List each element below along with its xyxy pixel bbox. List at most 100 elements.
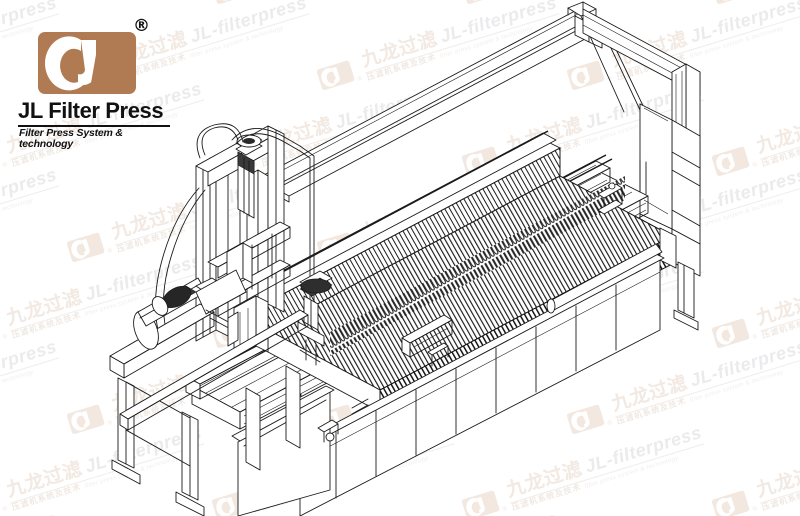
watermark-chinese-name: 九龙过滤 — [3, 457, 85, 502]
watermark-chinese-subtitle: 压滤机系统及技术 — [510, 482, 583, 513]
jl-monogram-icon — [709, 0, 751, 11]
cloth-washing-gantry — [155, 123, 315, 355]
watermark-chinese-subtitle: 压滤机系统及技术 — [760, 482, 800, 513]
watermark-chinese-name: 九龙过滤 — [503, 113, 585, 158]
watermark-english-name: JL-filterpress — [187, 0, 310, 47]
watermark-english-name: JL-filterpress — [437, 0, 560, 47]
watermark-chinese-subtitle: 压滤机系统及技术 — [760, 138, 800, 169]
logo-title: JL Filter Press — [18, 100, 170, 127]
watermark-english-name: JL-filterpress — [82, 422, 205, 477]
watermark-english-name: JL-filterpress — [82, 250, 205, 305]
watermark-chinese-name: 九龙过滤 — [108, 199, 190, 244]
top-rail-frame — [261, 1, 647, 203]
watermark-english-subtitle: filter press system & technology — [189, 369, 285, 404]
registered-trademark-icon: ® — [607, 247, 614, 255]
watermark-english-name: JL-filterpress — [187, 336, 310, 391]
head-hydraulic-detail — [597, 159, 647, 215]
watermark-english-subtitle: filter press system & technology — [0, 197, 35, 232]
jl-monogram-icon — [314, 54, 356, 96]
registered-trademark-icon: ® — [107, 247, 114, 255]
watermark-chinese-name: 九龙过滤 — [358, 199, 440, 244]
registered-trademark-icon: ® — [107, 419, 114, 427]
jl-monogram-icon — [0, 140, 2, 182]
support-legs — [109, 303, 301, 516]
watermark-english-subtitle: filter press system & technology — [0, 369, 35, 404]
watermark-english-name: JL-filterpress — [332, 78, 455, 133]
moving-follower-plate — [227, 295, 269, 359]
watermark-chinese-subtitle: 压滤机系统及技术 — [510, 310, 583, 341]
watermark-chinese-subtitle: 压滤机系统及技术 — [115, 396, 188, 427]
registered-trademark-icon: ® — [607, 419, 614, 427]
watermark-chinese-name: 九龙过滤 — [253, 285, 335, 330]
watermark-chinese-name: 九龙过滤 — [608, 371, 690, 416]
watermark-english-subtitle: filter press system & technology — [84, 455, 180, 490]
watermark-english-name: JL-filterpress — [437, 336, 560, 391]
registered-trademark-icon: ® — [2, 161, 9, 169]
jl-monogram-icon — [709, 484, 751, 516]
watermark-english-name: JL-filterpress — [0, 336, 60, 391]
registered-trademark-icon: ® — [357, 75, 364, 83]
jl-monogram-icon — [0, 484, 2, 516]
watermark-english-subtitle: filter press system & technology — [584, 283, 680, 318]
registered-trademark-icon: ® — [357, 419, 364, 427]
watermark-chinese-subtitle: 压滤机系统及技术 — [365, 52, 438, 83]
watermark-chinese-name: 九龙过滤 — [3, 285, 85, 330]
watermark-chinese-name: 九龙过滤 — [608, 27, 690, 72]
registered-trademark-icon: ® — [133, 16, 150, 36]
jl-monogram-icon — [709, 312, 751, 354]
watermark-english-subtitle: filter press system & technology — [189, 25, 285, 60]
watermark-chinese-subtitle: 压滤机系统及技术 — [115, 224, 188, 255]
jl-monogram-icon — [0, 0, 2, 11]
watermark-english-subtitle: filter press system & technology — [689, 369, 785, 404]
jl-monogram-icon — [564, 398, 606, 440]
watermark-chinese-subtitle: 压滤机系统及技术 — [365, 224, 438, 255]
watermark-chinese-name: 九龙过滤 — [108, 371, 190, 416]
drip-tray — [231, 385, 335, 516]
registered-trademark-icon: ® — [752, 161, 759, 169]
registered-trademark-icon: ® — [752, 505, 759, 513]
watermark-chinese-name: 九龙过滤 — [608, 199, 690, 244]
filter-plate-stack — [249, 130, 677, 419]
watermark-english-name: JL-filterpress — [687, 336, 800, 391]
watermark-english-name: JL-filterpress — [0, 164, 60, 219]
jl-monogram-icon — [0, 312, 2, 354]
watermark-english-name: JL-filterpress — [688, 508, 800, 516]
watermark-chinese-subtitle: 压滤机系统及技术 — [260, 482, 333, 513]
watermark-chinese-subtitle: 压滤机系统及技术 — [615, 52, 688, 83]
registered-trademark-icon: ® — [252, 161, 259, 169]
jl-monogram-icon — [459, 484, 501, 516]
jl-monogram-icon — [209, 140, 251, 182]
registered-trademark-icon: ® — [752, 333, 759, 341]
registered-trademark-icon: ® — [2, 333, 9, 341]
watermark-chinese-subtitle: 压滤机系统及技术 — [760, 310, 800, 341]
jl-monogram-icon — [314, 398, 356, 440]
watermark-english-subtitle: filter press system & technology — [334, 283, 430, 318]
registered-trademark-icon: ® — [357, 247, 364, 255]
watermark-english-name: JL-filterpress — [188, 508, 310, 516]
jl-monogram-icon — [38, 32, 136, 94]
watermark-english-name: JL-filterpress — [187, 164, 310, 219]
brand-logo: ® JL Filter Press Filter Press System & … — [10, 8, 175, 149]
watermark-chinese-name: 九龙过滤 — [253, 113, 335, 158]
watermark-chinese-name: 九龙过滤 — [753, 113, 800, 158]
stationary-head-plate — [582, 8, 701, 331]
watermark-chinese-name: 九龙过滤 — [503, 457, 585, 502]
registered-trademark-icon: ® — [502, 333, 509, 341]
